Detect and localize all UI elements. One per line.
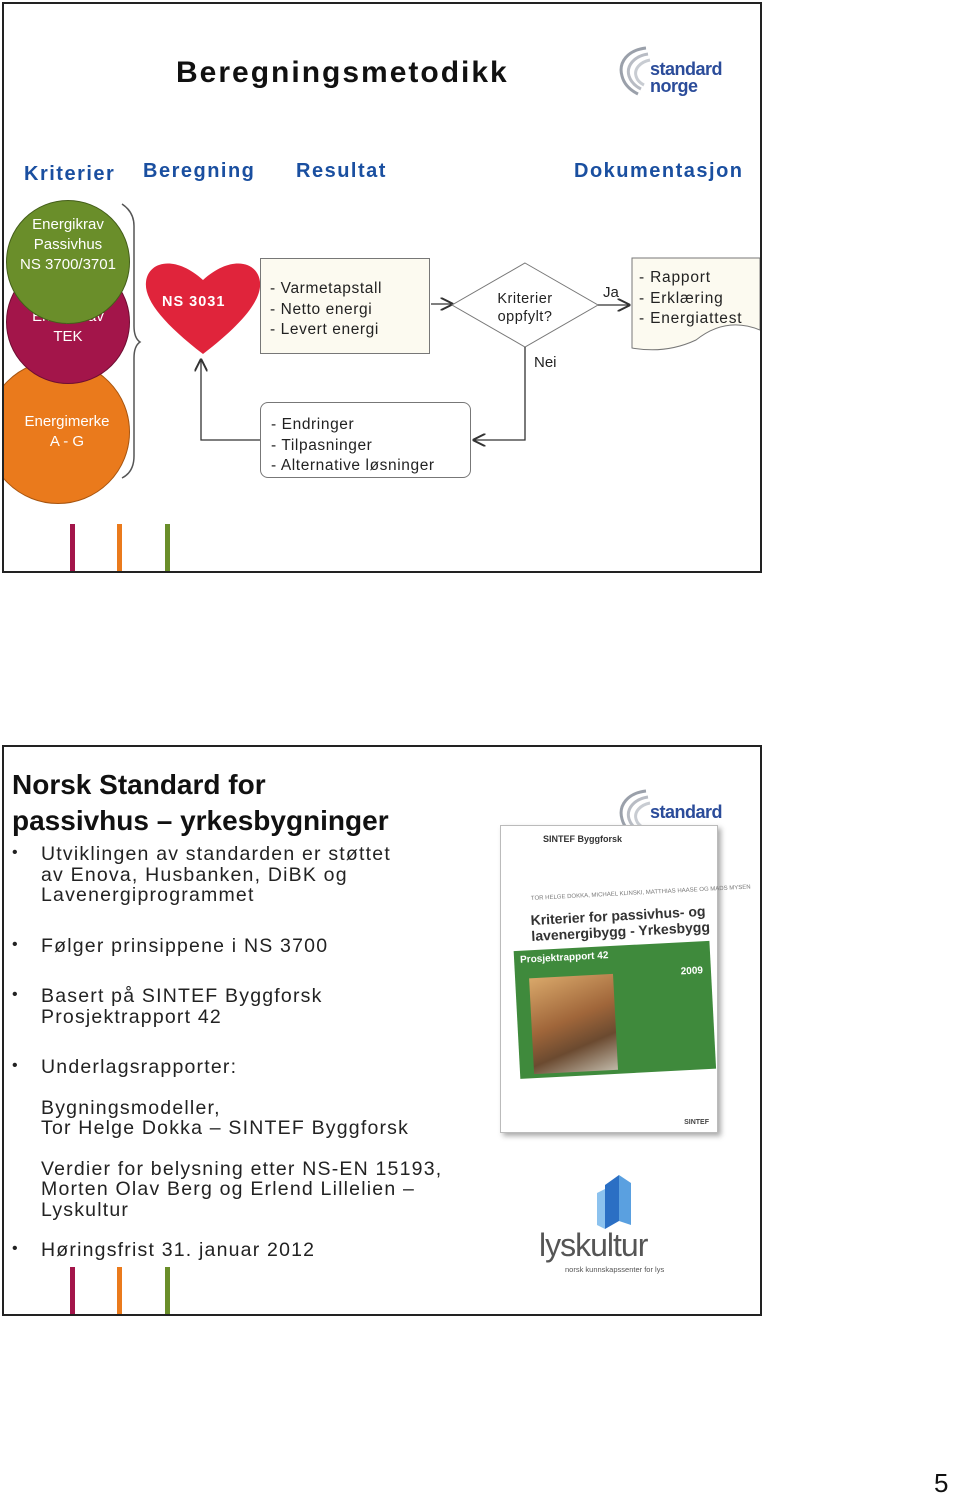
title-line: passivhus – yrkesbygninger — [12, 805, 389, 836]
bullet-line: Lavenergiprogrammet — [41, 884, 255, 906]
slide-calculation-method: Beregningsmetodikk standard norge Kriter… — [2, 2, 762, 573]
passive-house-circle: Energikrav Passivhus NS 3700/3701 — [6, 200, 130, 324]
passive-line: Passivhus — [33, 236, 103, 253]
bullet-line: Utviklingen av standarden er støttet — [41, 843, 391, 865]
doc-line: - Energiattest — [639, 310, 743, 327]
title-line: Norsk Standard for — [12, 769, 266, 800]
heart-icon — [145, 263, 261, 354]
tek-line: TEK — [53, 328, 83, 345]
no-label: Nei — [534, 354, 557, 371]
report-authors: TOR HELGE DOKKA, MICHAEL KLINSKI, MATTHI… — [530, 884, 751, 902]
lyskultur-logo: lyskultur norsk kunnskapssenter for lys — [537, 1175, 679, 1275]
column-heading-criteria: Kriterier — [24, 163, 116, 185]
sub-item: Verdier for belysning etter NS-EN 15193,… — [12, 1157, 502, 1221]
bullet-list: Utviklingen av standarden er støttet av … — [12, 843, 502, 1291]
calculation-results-box: - Varmetapstall - Netto energi - Levert … — [260, 258, 430, 354]
documentation-list: - Rapport - Erklæring - Energiattest — [639, 268, 742, 330]
logo-word-norge: norge — [650, 76, 698, 96]
calc-line: - Varmetapstall — [270, 280, 383, 297]
arrow-back — [201, 360, 260, 441]
bullet-item: Utviklingen av standarden er støttet av … — [12, 843, 502, 906]
interior-photo — [529, 973, 619, 1075]
sub-line: Morten Olav Berg og Erlend Lillelien – — [41, 1178, 416, 1200]
bullet-item: Høringsfrist 31. januar 2012 — [12, 1239, 502, 1261]
sub-line: Verdier for belysning etter NS-EN 15193, — [41, 1157, 443, 1180]
bar-red — [70, 524, 75, 571]
adjust-line: - Tilpasninger — [271, 436, 373, 454]
document-shape — [631, 257, 760, 351]
slide-title: Beregningsmetodikk — [176, 56, 509, 89]
passive-line: Energikrav — [32, 216, 104, 233]
doc-line: - Erklæring — [639, 289, 724, 307]
calc-line: - Levert energi — [270, 321, 379, 338]
bullet-item: Følger prinsippene i NS 3700 — [12, 934, 502, 957]
decision-question: Kriterier oppfylt? — [486, 290, 564, 326]
bar-orange — [117, 1267, 122, 1314]
lyskultur-word: lyskultur — [539, 1227, 648, 1263]
bullet-line: Underlagsrapporter: — [41, 1056, 238, 1078]
logo-word-standard: standard — [650, 59, 723, 79]
sub-item: Bygningsmodeller, Tor Helge Dokka – SINT… — [12, 1096, 502, 1139]
standard-label: NS 3031 — [162, 294, 226, 310]
decision-line: Kriterier — [497, 291, 553, 307]
decision-line: oppfylt? — [497, 309, 553, 325]
report-title: Kriterier for passivhus- og lavenergibyg… — [530, 903, 710, 944]
slide-norwegian-standard: Norsk Standard for passivhus – yrkesbygn… — [2, 745, 762, 1316]
report-publisher: SINTEF — [684, 1119, 709, 1126]
doc-line: - Rapport — [639, 269, 711, 286]
report-year: 2009 — [680, 965, 704, 978]
lyskultur-tagline: norsk kunnskapssenter for lys — [565, 1265, 665, 1274]
report-brand: SINTEF Byggforsk — [543, 834, 623, 844]
standard-norge-logo: standard norge — [616, 42, 736, 102]
column-heading-documentation: Dokumentasjon — [574, 160, 744, 182]
sub-line: Tor Helge Dokka – SINTEF Byggforsk — [41, 1117, 410, 1139]
report-cover-image: SINTEF Byggforsk TOR HELGE DOKKA, MICHAE… — [500, 825, 751, 1133]
bar-green — [165, 524, 170, 571]
swoosh-icon — [619, 46, 651, 96]
sub-line: Bygningsmodeller, — [41, 1096, 221, 1119]
adjustments-box: - Endringer - Tilpasninger - Alternative… — [260, 402, 471, 478]
logo-word-standard: standard — [650, 802, 723, 822]
bullet-line: av Enova, Husbanken, DiBK og — [41, 863, 348, 886]
slide-title: Norsk Standard for passivhus – yrkesbygn… — [12, 767, 389, 839]
adjust-line: - Alternative løsninger — [271, 457, 435, 474]
report-series: Prosjektrapport 42 — [519, 950, 609, 966]
bullet-line: Basert på SINTEF Byggforsk — [41, 985, 323, 1007]
calc-line: - Netto energi — [270, 300, 373, 318]
bullet-item: Underlagsrapporter: — [12, 1056, 502, 1078]
bullet-line: Prosjektrapport 42 — [41, 1005, 222, 1028]
bullet-line: Høringsfrist 31. januar 2012 — [41, 1239, 316, 1261]
column-heading-result: Resultat — [296, 160, 387, 182]
light-prism-icon — [597, 1175, 631, 1229]
flow-diagram-lines — [121, 203, 760, 479]
bullet-item: Basert på SINTEF Byggforsk Prosjektrappo… — [12, 985, 502, 1028]
passive-line: NS 3700/3701 — [20, 256, 116, 273]
criteria-brace — [121, 203, 142, 479]
bullet-line: Følger prinsippene i NS 3700 — [41, 934, 329, 957]
sub-line: Lyskultur — [41, 1198, 130, 1221]
bar-green — [165, 1267, 170, 1314]
report-green-band: Prosjektrapport 42 2009 — [513, 940, 717, 1079]
column-heading-calculation: Beregning — [143, 160, 256, 182]
bar-orange — [117, 524, 122, 571]
energy-label-line: A - G — [49, 433, 85, 450]
bar-red — [70, 1267, 75, 1314]
adjust-line: - Endringer — [271, 416, 355, 433]
energy-label-line: Energimerke — [24, 413, 110, 430]
yes-label: Ja — [603, 284, 619, 301]
energy-label-circle: Energimerke A - G — [4, 360, 130, 504]
arrow-no — [474, 347, 526, 440]
page-number: 5 — [934, 1468, 949, 1498]
